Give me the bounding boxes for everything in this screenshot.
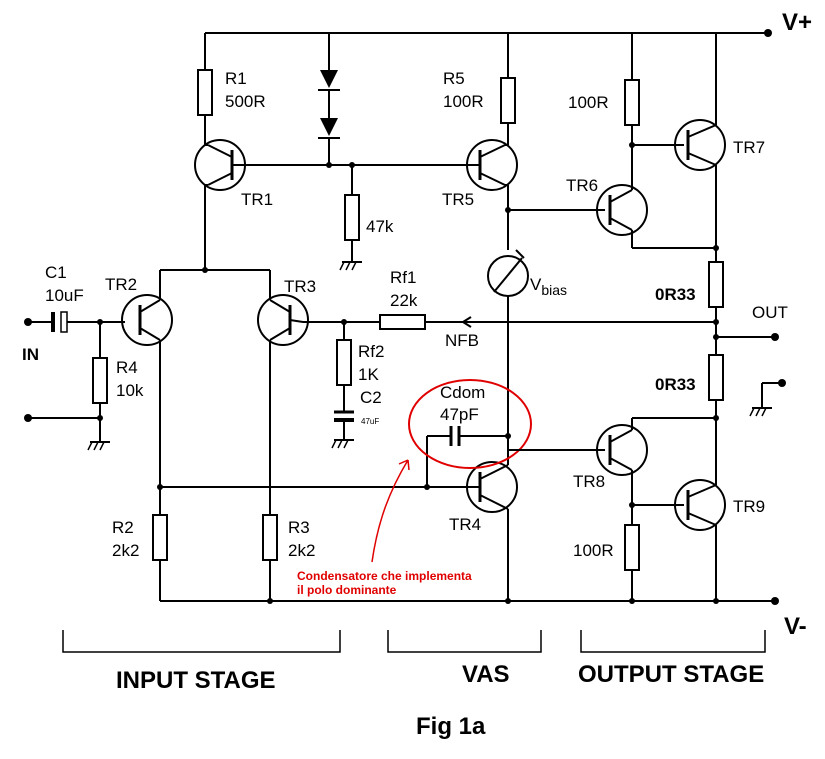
rf2-name: Rf2 (358, 342, 384, 361)
cdom-highlight-circle (408, 379, 532, 469)
r5-value: 100R (443, 92, 484, 111)
cdom-capacitor (426, 426, 511, 487)
tr1-transistor (194, 139, 352, 270)
output-stage-bracket (580, 630, 766, 653)
re-bot-value: 0R33 (655, 375, 696, 394)
r2-resistor (152, 514, 168, 601)
c1-capacitor (51, 311, 125, 333)
tr9-transistor (632, 479, 726, 604)
re-top-resistor (708, 261, 724, 355)
figure-caption: Fig 1a (416, 713, 486, 740)
r3-name: R3 (288, 518, 310, 537)
r3-resistor (262, 514, 278, 604)
r-tr9-resistor (624, 524, 640, 604)
r47k-value: 47k (366, 217, 394, 236)
r47k-resistor (339, 162, 362, 271)
tr9-label: TR9 (733, 497, 765, 516)
nfb-label: NFB (445, 331, 479, 350)
tr8-label: TR8 (573, 472, 605, 491)
tr2-label: TR2 (105, 275, 137, 294)
out-label: OUT (752, 303, 788, 322)
cdom-value: 47pF (440, 405, 479, 424)
bias-diodes (318, 33, 340, 168)
tr4-label: TR4 (449, 515, 481, 534)
tail-node (159, 267, 271, 300)
r4-name: R4 (116, 358, 138, 377)
vbias-label: Vbias (530, 275, 567, 298)
r2-name: R2 (112, 518, 134, 537)
r-tr9-value: 100R (573, 541, 614, 560)
r1-resistor (197, 33, 213, 145)
r2-value: 2k2 (112, 541, 139, 560)
cdom-name: Cdom (440, 383, 485, 402)
c2-capacitor (331, 410, 354, 449)
annotation-line1: Condensatore che implementa (297, 569, 472, 583)
input-stage-label: INPUT STAGE (116, 667, 276, 694)
output-stage-label: OUTPUT STAGE (578, 661, 764, 688)
annotation-line2: il polo dominante (297, 583, 397, 597)
tr7-label: TR7 (733, 138, 765, 157)
c1-name: C1 (45, 263, 67, 282)
in-label: IN (22, 345, 39, 364)
vas-label: VAS (462, 661, 510, 688)
vplus-rail (205, 29, 772, 37)
r1-name: R1 (225, 69, 247, 88)
vplus-label: V+ (782, 9, 812, 36)
tr6-label: TR6 (566, 176, 598, 195)
tr8-transistor (508, 417, 716, 525)
c2-name: C2 (360, 388, 382, 407)
tr5-transistor (352, 139, 518, 250)
rf1-name: Rf1 (390, 268, 416, 287)
tr3-transistor (257, 294, 309, 515)
annotation-arrow (371, 459, 410, 563)
ground-out (749, 379, 786, 417)
in-terminal (24, 318, 52, 326)
tr2-transistor (121, 294, 173, 515)
r-tr6-resistor (624, 33, 640, 148)
r1-value: 500R (225, 92, 266, 111)
r4-value: 10k (116, 381, 144, 400)
input-stage-bracket (62, 630, 341, 653)
vminus-rail (160, 597, 779, 605)
tr7-transistor (632, 33, 726, 262)
c1-value: 10uF (45, 286, 84, 305)
vminus-label: V- (784, 613, 807, 640)
rf1-resistor (303, 314, 716, 330)
tr5-label: TR5 (442, 190, 474, 209)
tr3-label: TR3 (284, 277, 316, 296)
tr1-label: TR1 (241, 190, 273, 209)
r5-name: R5 (443, 69, 465, 88)
r3-value: 2k2 (288, 541, 315, 560)
r-tr6-value: 100R (568, 93, 609, 112)
c2-value: 47uF (361, 417, 379, 426)
vas-bracket (387, 630, 542, 653)
re-bot-resistor (708, 354, 724, 485)
out-terminal (716, 333, 779, 341)
r4-resistor (24, 322, 110, 451)
rf1-value: 22k (390, 291, 418, 310)
rf2-resistor (336, 322, 352, 412)
vbias-multiplier (487, 249, 529, 420)
rf2-value: 1K (358, 365, 379, 384)
r5-resistor (500, 33, 516, 145)
re-top-value: 0R33 (655, 285, 696, 304)
tr6-transistor (508, 145, 716, 249)
